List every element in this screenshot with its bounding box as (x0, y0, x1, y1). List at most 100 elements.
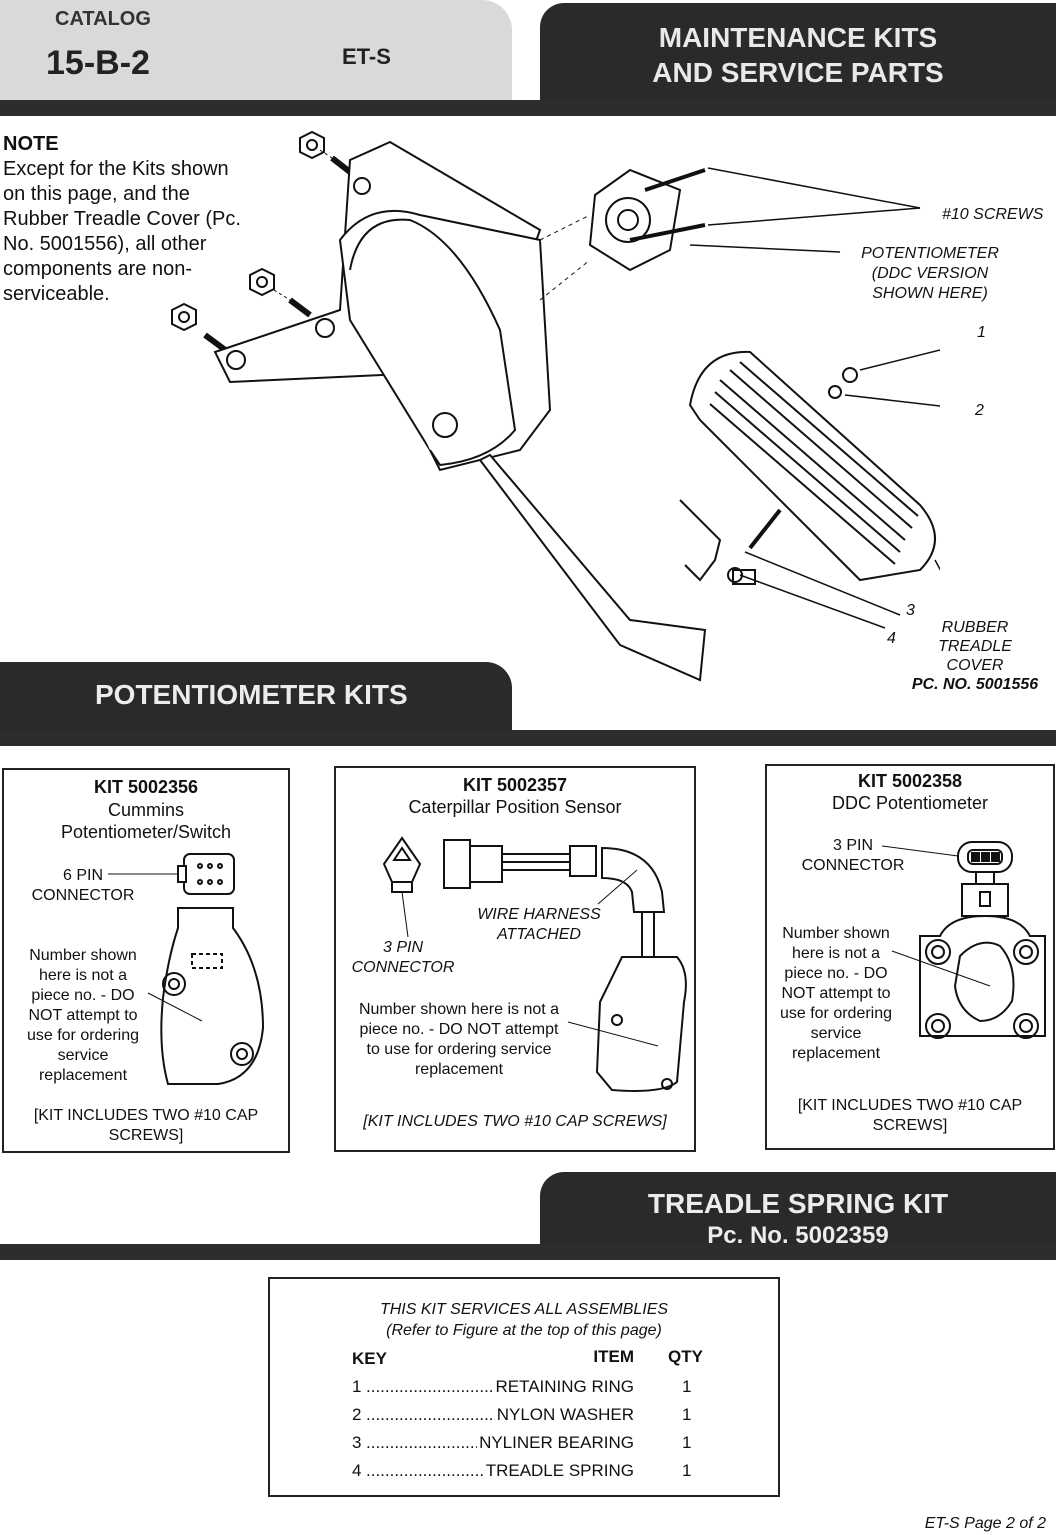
treadle-cover-line1: RUBBER (941, 619, 1009, 636)
table-row: 3 ......................................… (352, 1433, 691, 1453)
kit-5002357-note-l4: replacement (414, 1061, 504, 1078)
key-1-callout: 1 (977, 324, 986, 341)
treadle-cover-line2: TREADLE (938, 638, 1012, 655)
catalog-tab (0, 0, 512, 100)
kit-5002356-note: Number shown here is not a piece no. - D… (22, 946, 144, 1086)
pedal-exploded-diagram (171, 130, 940, 682)
title-banner (540, 3, 1056, 100)
treadle-cover-pc: PC. NO. 5001556 (911, 676, 1039, 693)
row-item: NYLINER BEARING (477, 1433, 634, 1453)
kit-5002356-note-l5: use for ordering (26, 1027, 140, 1044)
key-2-callout: 2 (975, 402, 984, 419)
kit-5002357-harness-label: WIRE HARNESS ATTACHED (474, 905, 604, 945)
kit-5002356-note-l2: here is not a (38, 967, 128, 984)
kit-5002356-note-l1: Number shown (29, 947, 137, 964)
row-leader: ........................................… (366, 1377, 506, 1396)
row-item: RETAINING RING (493, 1377, 634, 1397)
potentiometer-callout-line2: (DDC VERSION (871, 265, 989, 282)
kit-5002358-desc: DDC Potentiometer (831, 793, 989, 813)
screws-callout: #10 SCREWS (942, 206, 1044, 223)
kit-5002356-connector-line1: 6 PIN (62, 867, 103, 884)
header-rule (0, 100, 1056, 116)
page-title: MAINTENANCE KITS AND SERVICE PARTS (540, 20, 1056, 90)
spring-kit-refer: (Refer to Figure at the top of this page… (386, 1322, 662, 1339)
potentiometer-callout-line3: SHOWN HERE) (872, 285, 988, 302)
kit-5002356-connector-label: 6 PIN CONNECTOR (28, 866, 138, 906)
spring-kit-heading: TREADLE SPRING KIT Pc. No. 5002359 (540, 1188, 1056, 1252)
kit-5002356-includes-l1: [KIT INCLUDES TWO #10 CAP (33, 1107, 259, 1124)
note-body: Except for the Kits shown on this page, … (3, 158, 241, 305)
nut-icon (171, 302, 197, 332)
row-leader: ........................................… (366, 1405, 516, 1424)
kit-5002357-harness-l2: ATTACHED (497, 926, 581, 943)
treadle-cover-line3: COVER (946, 657, 1004, 674)
kit-5002358-note-l7: replacement (791, 1045, 881, 1062)
table-row: 2 ......................................… (352, 1405, 691, 1425)
row-key: 4 (352, 1461, 362, 1480)
potentiometer-callout-line1: POTENTIOMETER (861, 245, 999, 262)
kit-5002357-harness-l1: WIRE HARNESS (477, 906, 601, 923)
kit-5002357-note-l3: to use for ordering service (366, 1041, 552, 1058)
kit-5002358-includes-l2: SCREWS] (872, 1117, 948, 1134)
spring-kit-rule (0, 1244, 1056, 1260)
col-item: ITEM (593, 1347, 634, 1366)
key-4-callout: 4 (887, 630, 896, 647)
kit-5002358-connector-l2: CONNECTOR (801, 857, 905, 874)
spring-kit-banner (540, 1172, 1056, 1252)
nut-icon (249, 267, 275, 297)
table-row: 4 ......................................… (352, 1461, 691, 1481)
kit-5002356-desc: Cummins Potentiometer/Switch (2, 799, 290, 843)
kit-5002356-note-l3: piece no. - DO (31, 987, 135, 1004)
spring-kit-table: THIS KIT SERVICES ALL ASSEMBLIES (Refer … (268, 1277, 780, 1497)
row-qty: 1 (682, 1377, 692, 1396)
catalog-label: CATALOG (55, 8, 151, 30)
kit-5002358-connector-l1: 3 PIN (832, 837, 873, 854)
kit-5002356-note-l4: NOT attempt to (28, 1007, 138, 1024)
ddc-potentiometer-drawing (881, 841, 1046, 1039)
kit-5002356-note-l6: service (57, 1047, 109, 1064)
row-key: 3 (352, 1433, 362, 1452)
note-title: NOTE (3, 133, 59, 155)
kit-5002356-note-l7: replacement (38, 1067, 128, 1084)
row-qty: 1 (682, 1433, 692, 1452)
kit-5002358-connector-label: 3 PIN CONNECTOR (796, 836, 910, 876)
kit-5002358-includes: [KIT INCLUDES TWO #10 CAP SCREWS] (765, 1096, 1055, 1136)
row-item: NYLON WASHER (494, 1405, 634, 1425)
treadle-cover-callout: RUBBER TREADLE COVER PC. NO. 5001556 (905, 618, 1045, 694)
kit-5002356-connector-line2: CONNECTOR (31, 887, 135, 904)
row-key: 2 (352, 1405, 362, 1424)
spring-kit-title: TREADLE SPRING KIT (647, 1188, 949, 1219)
kit-5002358-note: Number shown here is not a piece no. - D… (776, 924, 896, 1064)
kit-5002357-connector-label: 3 PIN CONNECTOR (348, 938, 458, 978)
kit-5002357-note: Number shown here is not a piece no. - D… (352, 1000, 566, 1080)
kit-5002357-note-l2: piece no. - DO NOT attempt (359, 1021, 559, 1038)
kit-5002357-connector-l1: 3 PIN (382, 939, 423, 956)
potentiometer-callout: POTENTIOMETER (DDC VERSION SHOWN HERE) (850, 244, 1010, 304)
kit-5002358-note-l6: service (810, 1025, 862, 1042)
catalog-number: 15-B-2 (46, 44, 150, 82)
kit-5002358-note-l5: use for ordering (779, 1005, 893, 1022)
kit-5002358-note-l1: Number shown (782, 925, 890, 942)
row-leader: ........................................… (366, 1461, 496, 1480)
table-row: 1 ......................................… (352, 1377, 691, 1397)
row-item: TREADLE SPRING (483, 1461, 634, 1481)
note: NOTE Except for the Kits shown on this p… (3, 132, 253, 307)
kit-5002357-note-l1: Number shown here is not a (358, 1001, 560, 1018)
col-qty: QTY (668, 1347, 703, 1366)
page-title-line1: MAINTENANCE KITS (658, 22, 938, 53)
kit-5002357-includes: [KIT INCLUDES TWO #10 CAP SCREWS] (363, 1113, 667, 1130)
kit-5002358-note-l4: NOT attempt to (781, 985, 891, 1002)
nut-icon (299, 130, 325, 160)
kit-5002357-desc: Caterpillar Position Sensor (408, 797, 622, 817)
potentiometer-part (588, 168, 682, 272)
spring-kit-services: THIS KIT SERVICES ALL ASSEMBLIES (379, 1301, 669, 1318)
caterpillar-sensor-drawing (382, 836, 687, 1092)
kit-5002358-includes-l1: [KIT INCLUDES TWO #10 CAP (797, 1097, 1023, 1114)
potentiometer-kits-title: POTENTIOMETER KITS (95, 679, 408, 710)
section-rule (0, 730, 1056, 746)
row-leader: ........................................… (366, 1433, 496, 1452)
row-key: 1 (352, 1377, 362, 1396)
kit-5002358-note-l3: piece no. - DO (784, 965, 888, 982)
spring-kit-table-header: THIS KIT SERVICES ALL ASSEMBLIES (Refer … (270, 1299, 778, 1341)
kit-5002357-connector-l2: CONNECTOR (351, 959, 455, 976)
